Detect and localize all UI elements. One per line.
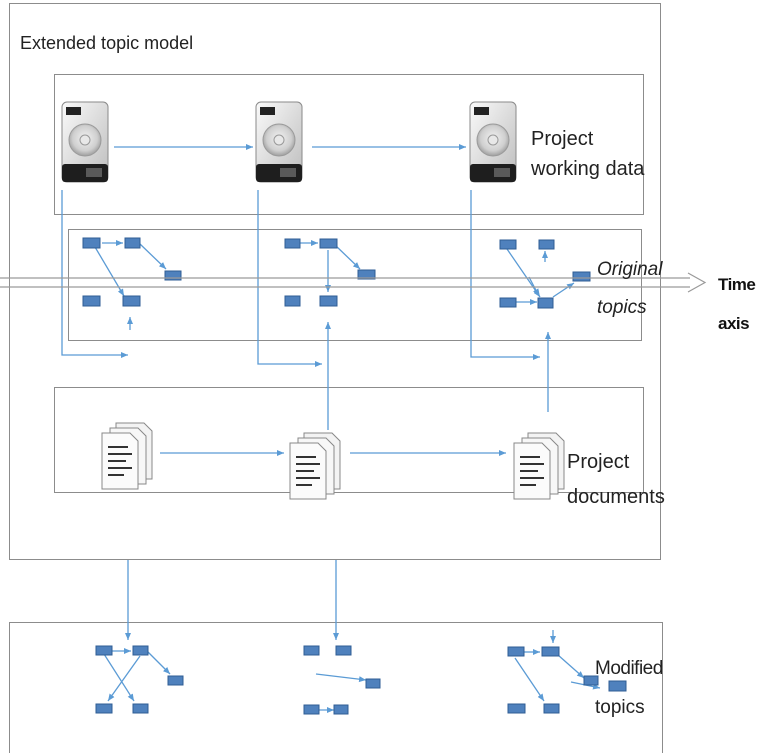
topic-node-icon [95,645,113,656]
documents-label-1: Project [567,451,630,473]
topic-node-icon [82,295,101,307]
topic-node-icon [365,678,381,689]
hard-drive-icon [61,101,109,183]
working-data-label-1: Project [531,128,594,150]
documents-label-2: documents [567,486,665,508]
topic-node-icon [319,295,338,307]
drive-to-topic-arrow [470,190,540,360]
topic-node-icon [541,646,560,657]
drive-to-topic-arrow [257,190,322,367]
original-topics-panel [68,229,642,341]
topic-node-icon [124,237,141,249]
topic-node-icon [538,239,555,250]
drive-to-topic-arrow [61,190,128,358]
topic-node-icon [319,238,338,249]
time-axis-label-1: Time [718,275,756,294]
working-data-panel [54,74,644,215]
hard-drive-icon [469,101,517,183]
topic-node-icon [608,680,627,692]
topic-node-icon [583,675,599,686]
topic-node-icon [303,704,320,715]
time-axis-arrow [0,272,707,293]
topic-node-icon [284,295,301,307]
time-axis-label-2: axis [718,314,750,333]
topic-node-icon [507,703,526,714]
document-stack-icon [101,422,153,490]
topic-node-icon [333,704,349,715]
modified-topics-label-1: Modified [595,658,663,679]
extended-topic-model-frame [9,3,661,560]
topic-node-icon [303,645,320,656]
original-topics-label-1: Original [597,259,663,280]
topic-node-icon [164,270,182,281]
modified-topics-label-2: topics [595,697,645,718]
documents-panel [54,387,644,493]
topic-node-icon [132,703,149,714]
original-topics-label-2: topics [597,297,647,318]
topic-node-icon [284,238,301,249]
topic-node-icon [572,271,591,282]
topic-node-icon [167,675,184,686]
document-stack-icon [513,432,565,500]
topic-node-icon [537,297,554,309]
topic-node-icon [499,297,517,308]
topic-node-icon [499,239,517,250]
hard-drive-icon [255,101,303,183]
topic-node-icon [122,295,141,307]
document-stack-icon [289,432,341,500]
topic-node-icon [543,703,560,714]
topic-node-icon [335,645,352,656]
extended-topic-model-label: Extended topic model [20,33,194,53]
topic-node-icon [507,646,525,657]
topic-node-icon [357,269,376,280]
topic-node-icon [132,645,149,656]
working-data-label-2: working data [531,158,645,180]
topic-node-icon [82,237,101,249]
topic-node-icon [95,703,113,714]
